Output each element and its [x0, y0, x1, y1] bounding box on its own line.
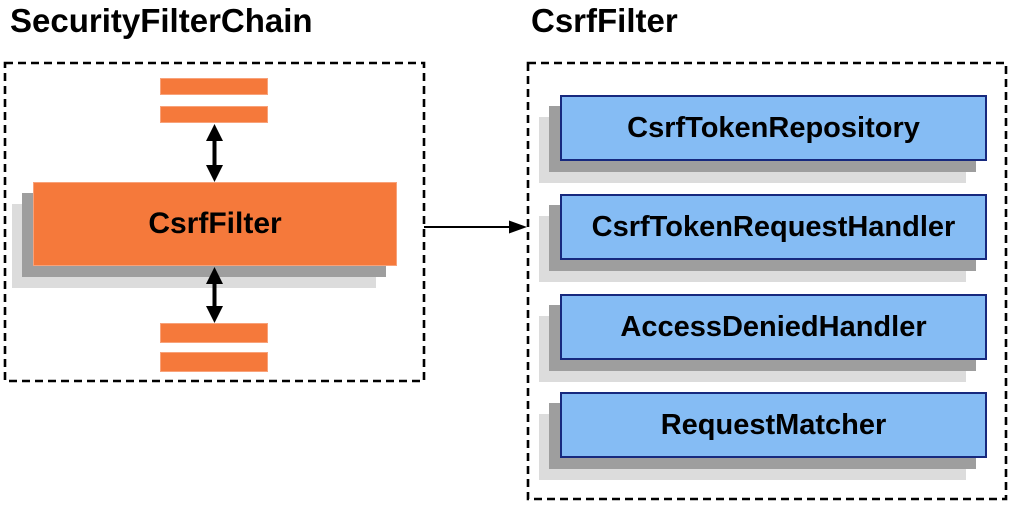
- filter-placeholder-bar-1: [160, 78, 268, 95]
- component-label: CsrfTokenRequestHandler: [591, 210, 956, 243]
- security-filter-chain-title: SecurityFilterChain: [10, 2, 313, 39]
- component-box-csrf-token-repository: CsrfTokenRepository: [560, 95, 987, 161]
- component-box-access-denied-handler: AccessDeniedHandler: [560, 294, 987, 360]
- filter-placeholder-bar-4: [160, 352, 268, 372]
- filter-placeholder-bar-2: [160, 106, 268, 123]
- csrf-filter-link-arrow: [424, 220, 527, 234]
- filter-placeholder-bar-3: [160, 323, 268, 343]
- csrf-filter-title: CsrfFilter: [531, 2, 678, 39]
- bidirectional-arrow-top: [206, 124, 223, 182]
- component-label: RequestMatcher: [660, 408, 887, 441]
- component-label: AccessDeniedHandler: [620, 310, 927, 343]
- component-box-csrf-token-request-handler: CsrfTokenRequestHandler: [560, 194, 987, 260]
- component-label: CsrfTokenRepository: [627, 111, 920, 144]
- csrf-filter-box-label: CsrfFilter: [148, 207, 282, 240]
- csrf-filter-box: CsrfFilter: [33, 182, 397, 266]
- component-box-request-matcher: RequestMatcher: [560, 392, 987, 458]
